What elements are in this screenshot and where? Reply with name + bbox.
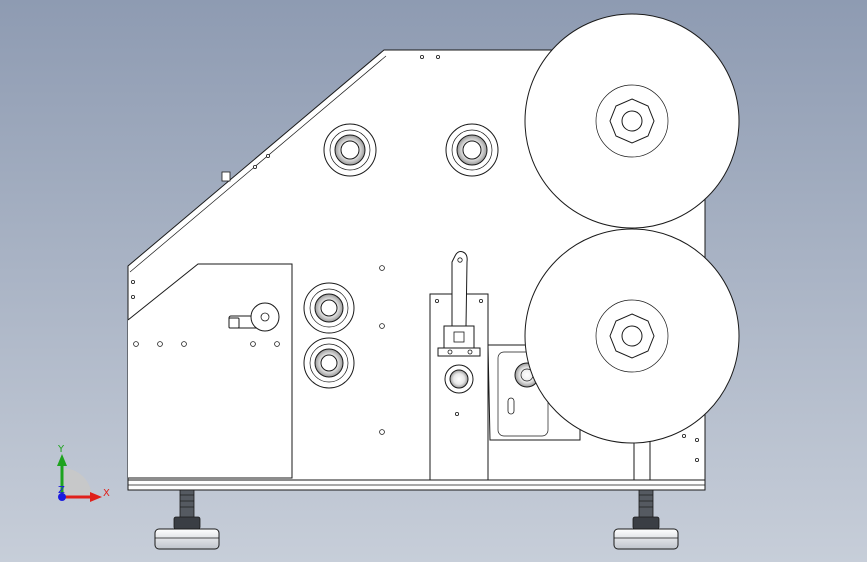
triad-y-label: Y <box>57 444 65 455</box>
foot-left[interactable] <box>154 489 220 550</box>
support-rod <box>633 439 651 481</box>
tension-knob[interactable] <box>228 302 280 332</box>
fastener-holes <box>130 55 700 462</box>
triad-z-label: Z <box>58 485 65 496</box>
triad-x-label: X <box>103 488 110 499</box>
bearing-top-left[interactable] <box>323 123 377 177</box>
lever-base-plate <box>437 347 481 357</box>
upper-reel[interactable] <box>524 13 740 229</box>
lower-reel[interactable] <box>524 228 740 444</box>
bearing-mid-upper[interactable] <box>303 282 355 334</box>
idler-roller[interactable] <box>444 364 474 394</box>
coordinate-triad: Y X Z <box>57 444 110 502</box>
lever-arm[interactable] <box>451 251 468 327</box>
foot-right[interactable] <box>613 489 679 550</box>
bearing-top-right[interactable] <box>445 123 499 177</box>
bearing-mid-lower[interactable] <box>303 337 355 389</box>
top-tab <box>221 171 231 182</box>
